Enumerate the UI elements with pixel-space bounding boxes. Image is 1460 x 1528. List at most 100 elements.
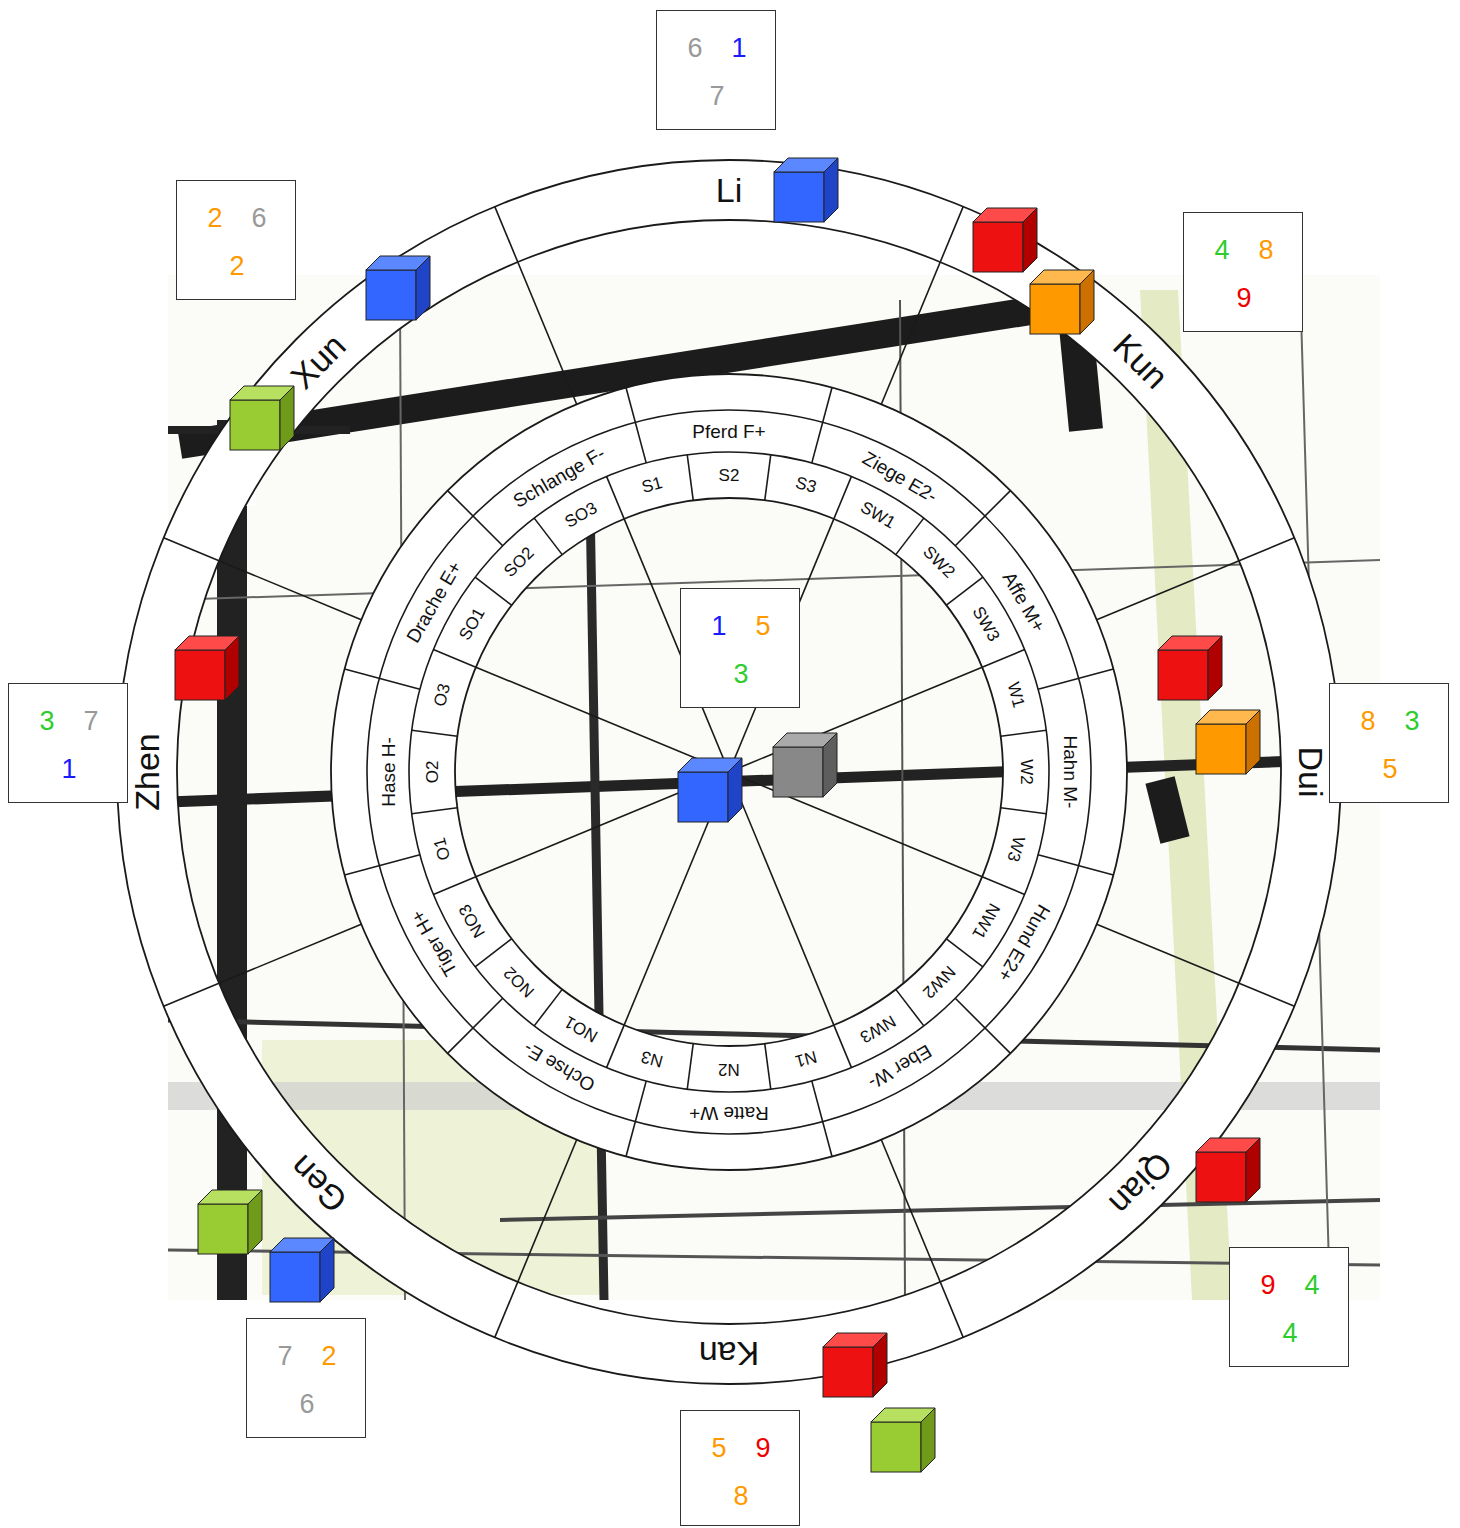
trigram-label: Dui <box>1294 746 1328 797</box>
mountain-divider <box>687 1044 693 1090</box>
center-line <box>729 772 982 877</box>
mountain-label: W2 <box>1018 759 1035 785</box>
star-number: 8 <box>733 1483 748 1510</box>
flying-star-box: 835 <box>1329 683 1449 803</box>
mountain-divider <box>765 455 771 501</box>
zodiac-divider <box>626 1081 646 1156</box>
cube-front <box>366 270 416 320</box>
zodiac-label: Drache E+ <box>403 558 465 646</box>
mountain-label: S2 <box>719 467 740 484</box>
zodiac-label: Ochse E- <box>519 1039 597 1095</box>
cube-front <box>270 1252 320 1302</box>
star-number: 8 <box>1360 708 1375 735</box>
zodiac-label: Hund E2+ <box>995 901 1054 984</box>
flying-star-box: 944 <box>1229 1247 1349 1367</box>
zodiac-divider <box>626 388 646 463</box>
star-cube <box>973 208 1037 272</box>
mountain-divider <box>534 989 562 1025</box>
cube-front <box>773 747 823 797</box>
zodiac-divider <box>448 491 503 546</box>
flying-star-box: 262 <box>176 180 296 300</box>
zodiac-label: Schlange F- <box>509 443 607 511</box>
star-number: 5 <box>1382 756 1397 783</box>
mountain-label: S3 <box>794 474 818 496</box>
plan-wall <box>1160 780 1175 840</box>
star-number: 7 <box>83 708 98 735</box>
cube-front <box>871 1422 921 1472</box>
mountain-divider <box>412 808 458 814</box>
mountain-divider <box>475 577 511 605</box>
zodiac-label: Hahn M- <box>1061 736 1080 809</box>
mountain-label: SO2 <box>501 544 537 580</box>
mountain-divider <box>534 518 562 554</box>
star-number: 5 <box>711 1435 726 1462</box>
cube-front <box>774 172 824 222</box>
zodiac-divider <box>345 669 420 689</box>
star-number: 6 <box>687 35 702 62</box>
mountain-label: S1 <box>640 474 664 496</box>
mountain-label: NW1 <box>969 900 1003 941</box>
cube-side <box>320 1238 334 1302</box>
mountain-divider <box>433 650 475 668</box>
mountain-label: NO2 <box>501 964 538 1001</box>
mountain-divider <box>982 650 1024 668</box>
mountain-label: N2 <box>718 1061 740 1078</box>
mountain-label: W3 <box>1004 834 1027 863</box>
star-number: 4 <box>1214 237 1229 264</box>
sector-line <box>881 207 963 405</box>
cube-side <box>824 158 838 222</box>
trigram-label: Zhen <box>130 733 164 811</box>
center-line <box>729 772 834 1025</box>
mountain-label: O3 <box>431 682 453 708</box>
star-cube <box>1030 270 1094 334</box>
cube-side <box>1246 710 1260 774</box>
zodiac-divider <box>345 855 420 875</box>
trigram-label: Kun <box>1107 327 1174 394</box>
star-cube <box>1196 1138 1260 1202</box>
mountain-label: NW2 <box>920 963 959 1002</box>
mountain-divider <box>834 476 852 518</box>
star-cube <box>230 386 294 450</box>
cube-front <box>823 1347 873 1397</box>
mountain-label: N3 <box>639 1048 664 1070</box>
mountain-divider <box>607 476 625 518</box>
trigram-label: Qian <box>1103 1146 1178 1221</box>
zodiac-label: Tiger H+ <box>407 906 460 978</box>
cube-front <box>198 1204 248 1254</box>
star-cube <box>871 1408 935 1472</box>
star-number: 1 <box>711 613 726 640</box>
mountain-label: N1 <box>793 1048 818 1070</box>
cube-front <box>1030 284 1080 334</box>
mountain-label: NW3 <box>857 1012 898 1046</box>
sector-line <box>495 1140 577 1338</box>
trigram-ring <box>117 160 1341 1384</box>
star-cube <box>270 1238 334 1302</box>
cube-front <box>973 222 1023 272</box>
flying-star-box: 726 <box>246 1318 366 1438</box>
star-cube <box>1158 636 1222 700</box>
sector-line <box>1097 924 1295 1006</box>
mountain-divider <box>946 577 982 605</box>
mountain-divider <box>1001 808 1047 814</box>
zodiac-label: Eber W- <box>865 1042 935 1093</box>
mountain-label: W1 <box>1004 681 1027 710</box>
sector-line <box>164 538 362 620</box>
zodiac-divider <box>1038 669 1113 689</box>
mountain-divider <box>982 877 1024 895</box>
star-number: 2 <box>229 253 244 280</box>
mountain-divider <box>834 1025 852 1067</box>
star-number: 7 <box>709 83 724 110</box>
cube-side <box>1208 636 1222 700</box>
zodiac-divider <box>812 1081 832 1156</box>
mountain-label: SW2 <box>920 543 958 581</box>
mountain-divider <box>1001 730 1047 736</box>
star-number: 3 <box>733 661 748 688</box>
sector-line <box>164 924 362 1006</box>
mountain-label: O1 <box>431 836 453 862</box>
star-number: 5 <box>755 613 770 640</box>
zodiac-label: Pferd F+ <box>692 422 765 441</box>
center-line <box>624 772 729 1025</box>
star-cube <box>823 1333 887 1397</box>
sector-line <box>881 1140 963 1338</box>
mountain-divider <box>946 939 982 967</box>
